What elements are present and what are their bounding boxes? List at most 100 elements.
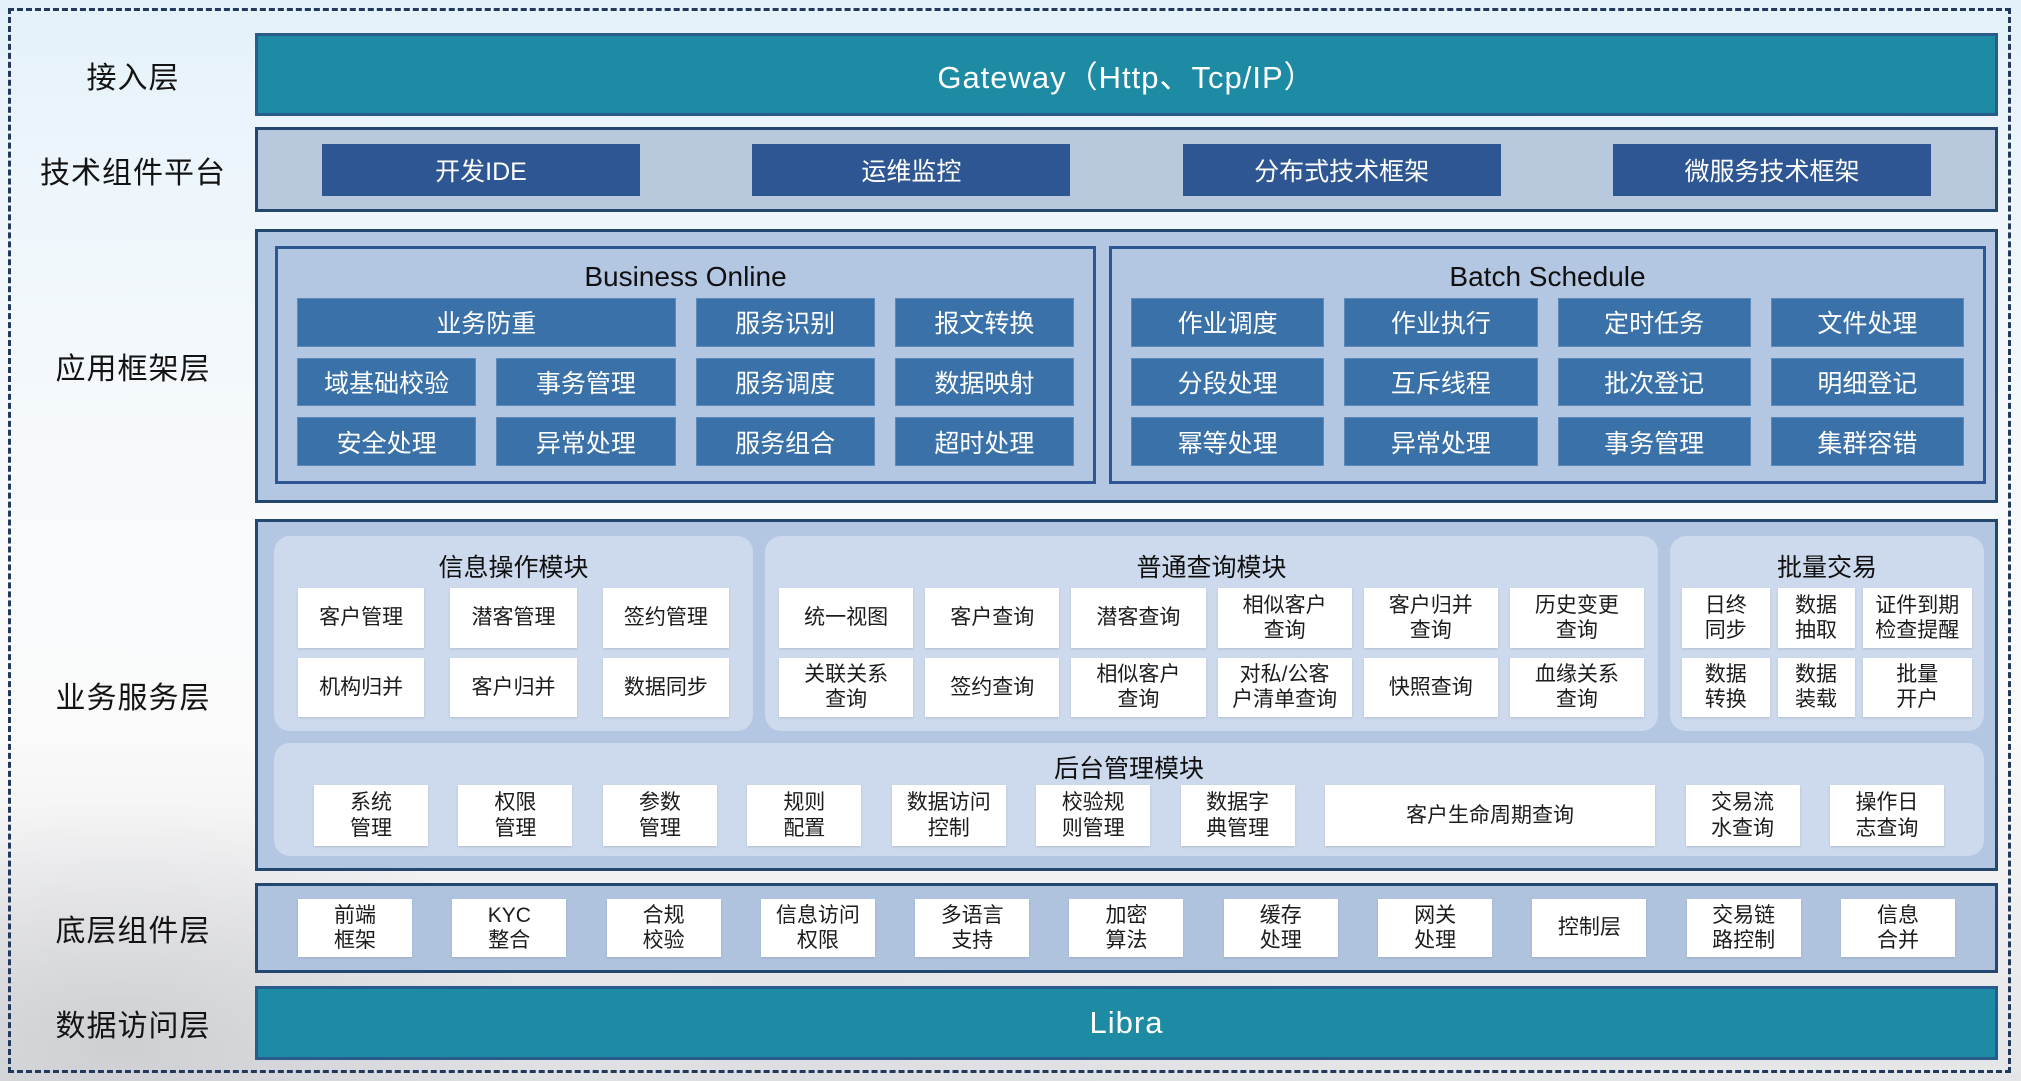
tech-platform-item: 微服务技术框架 [1612, 143, 1931, 196]
service-cell: 历史变更 查询 [1509, 588, 1644, 648]
general-query-title: 普通查询模块 [1136, 554, 1287, 582]
framework-cell: 超时处理 [894, 417, 1075, 466]
framework-cell: 服务调度 [695, 357, 875, 407]
tech-platform-panel: 开发IDE 运维监控 分布式技术框架 微服务技术框架 [255, 127, 1998, 212]
framework-cell: 报文转换 [894, 298, 1075, 347]
base-component-cell: KYC 整合 [452, 899, 567, 957]
base-component-cell: 合规 校验 [606, 899, 721, 957]
general-query-module: 普通查询模块 统一视图客户查询潜客查询相似客户 查询客户归并 查询历史变更 查询… [765, 536, 1658, 732]
framework-cell: 幂等处理 [1130, 417, 1325, 466]
framework-cell: 定时任务 [1557, 298, 1751, 347]
base-component-cell: 信息 合并 [1840, 899, 1955, 957]
framework-cell: 业务防重 [297, 298, 676, 347]
batch-transaction-module: 批量交易 日终 同步数据 抽取证件到期 检查提醒数据 转换数据 装载批量 开户 [1670, 536, 1984, 732]
service-cell: 相似客户 查询 [1071, 657, 1206, 718]
base-component-cell: 交易链 路控制 [1686, 899, 1801, 957]
framework-cell: 集群容错 [1770, 417, 1965, 466]
batch-schedule-group: Batch Schedule 作业调度作业执行定时任务文件处理分段处理互斥线程批… [1109, 246, 1986, 484]
framework-cell: 安全处理 [296, 417, 477, 466]
framework-cell: 作业调度 [1130, 298, 1325, 347]
framework-cell: 服务组合 [695, 417, 875, 466]
admin-cell: 权限 管理 [458, 785, 573, 846]
tech-platform-item: 分布式技术框架 [1182, 143, 1501, 196]
framework-cell: 互斥线程 [1344, 357, 1538, 407]
admin-module-title: 后台管理模块 [1053, 755, 1204, 784]
service-cell: 相似客户 查询 [1217, 588, 1352, 648]
info-operation-grid: 客户管理潜客管理签约管理机构归并客户归并数据同步 [274, 588, 753, 718]
gateway-label: Gateway（Http、Tcp/IP） [937, 60, 1316, 95]
service-cell: 数据 转换 [1682, 657, 1770, 718]
service-cell: 关联关系 查询 [779, 657, 914, 718]
service-cell: 签约管理 [602, 588, 729, 648]
service-cell: 客户管理 [298, 588, 425, 648]
framework-cell: 事务管理 [1557, 417, 1751, 466]
admin-cell: 规则 配置 [747, 785, 862, 846]
framework-cell: 数据映射 [894, 357, 1075, 407]
base-component-cell: 控制层 [1532, 899, 1647, 957]
admin-cell: 系统 管理 [314, 785, 428, 846]
service-cell: 潜客管理 [450, 588, 577, 648]
batch-transaction-title: 批量交易 [1776, 554, 1877, 582]
service-cell: 客户归并 查询 [1363, 588, 1498, 648]
framework-cell: 分段处理 [1130, 357, 1325, 407]
service-cell: 数据 装载 [1777, 657, 1855, 718]
base-component-cell: 多语言 支持 [915, 899, 1030, 957]
tech-platform-item: 运维监控 [752, 143, 1071, 196]
row-data-access: 数据访问层 Libra [11, 986, 2008, 1060]
service-cell: 统一视图 [779, 588, 914, 648]
row-access-layer: 接入层 Gateway（Http、Tcp/IP） [11, 33, 2008, 116]
libra-label: Libra [1089, 1005, 1164, 1040]
admin-cell: 客户生命周期查询 [1325, 785, 1656, 846]
service-cell: 客户归并 [450, 657, 577, 718]
app-framework-panel: Business Online 业务防重服务识别报文转换域基础校验事务管理服务调… [255, 229, 1998, 503]
framework-cell: 异常处理 [1344, 417, 1538, 466]
service-cell: 证件到期 检查提醒 [1862, 588, 1972, 648]
admin-cell: 数据字 典管理 [1180, 785, 1295, 846]
tech-platform-item: 开发IDE [322, 143, 640, 196]
service-cell: 批量 开户 [1862, 657, 1972, 718]
framework-cell: 作业执行 [1344, 298, 1538, 347]
business-online-title: Business Online [584, 261, 787, 292]
libra-bar: Libra [255, 986, 1998, 1060]
info-operation-title: 信息操作模块 [438, 554, 589, 582]
service-cell: 签约查询 [925, 657, 1060, 718]
layer-label-app-framework: 应用框架层 [55, 353, 211, 386]
architecture-diagram: 接入层 Gateway（Http、Tcp/IP） 技术组件平台 开发IDE 运维监… [8, 8, 2011, 1073]
batch-schedule-grid: 作业调度作业执行定时任务文件处理分段处理互斥线程批次登记明细登记幂等处理异常处理… [1130, 298, 1965, 466]
row-tech-platform: 技术组件平台 开发IDE 运维监控 分布式技术框架 微服务技术框架 [11, 127, 2008, 212]
layer-label-business-service: 业务服务层 [55, 682, 211, 715]
layer-label-data-access: 数据访问层 [55, 1010, 211, 1043]
framework-cell: 文件处理 [1770, 298, 1965, 347]
base-component-cell: 前端 框架 [298, 899, 412, 957]
service-cell: 快照查询 [1363, 657, 1498, 718]
service-cell: 客户查询 [925, 588, 1060, 648]
batch-transaction-grid: 日终 同步数据 抽取证件到期 检查提醒数据 转换数据 装载批量 开户 [1670, 588, 1984, 718]
batch-schedule-title: Batch Schedule [1449, 261, 1646, 292]
service-cell: 对私/公客 户清单查询 [1217, 657, 1352, 718]
layer-label-tech-platform: 技术组件平台 [40, 156, 226, 190]
base-component-cell: 信息访问 权限 [760, 899, 875, 957]
framework-cell: 异常处理 [496, 417, 676, 466]
gateway-bar: Gateway（Http、Tcp/IP） [255, 33, 1998, 116]
business-service-panel: 信息操作模块 客户管理潜客管理签约管理机构归并客户归并数据同步 普通查询模块 统… [255, 519, 1998, 871]
admin-cell: 参数 管理 [602, 785, 717, 846]
service-cell: 数据 抽取 [1777, 588, 1855, 648]
general-query-grid: 统一视图客户查询潜客查询相似客户 查询客户归并 查询历史变更 查询关联关系 查询… [765, 588, 1658, 718]
framework-cell: 明细登记 [1770, 357, 1965, 407]
admin-cell: 校验规 则管理 [1036, 785, 1151, 846]
base-component-cell: 缓存 处理 [1223, 899, 1338, 957]
base-component-cell: 网关 处理 [1378, 899, 1493, 957]
service-cell: 血缘关系 查询 [1509, 657, 1644, 718]
admin-cell: 数据访问 控制 [891, 785, 1006, 846]
layer-label-access: 接入层 [86, 61, 180, 95]
admin-cell: 操作日 志查询 [1829, 785, 1944, 846]
service-cell: 日终 同步 [1682, 588, 1770, 648]
service-cell: 数据同步 [602, 657, 729, 718]
admin-cell: 交易流 水查询 [1685, 785, 1800, 846]
framework-cell: 批次登记 [1557, 357, 1751, 407]
service-cell: 机构归并 [298, 657, 425, 718]
framework-cell: 服务识别 [695, 298, 875, 347]
layer-label-base-components: 底层组件层 [55, 915, 211, 948]
